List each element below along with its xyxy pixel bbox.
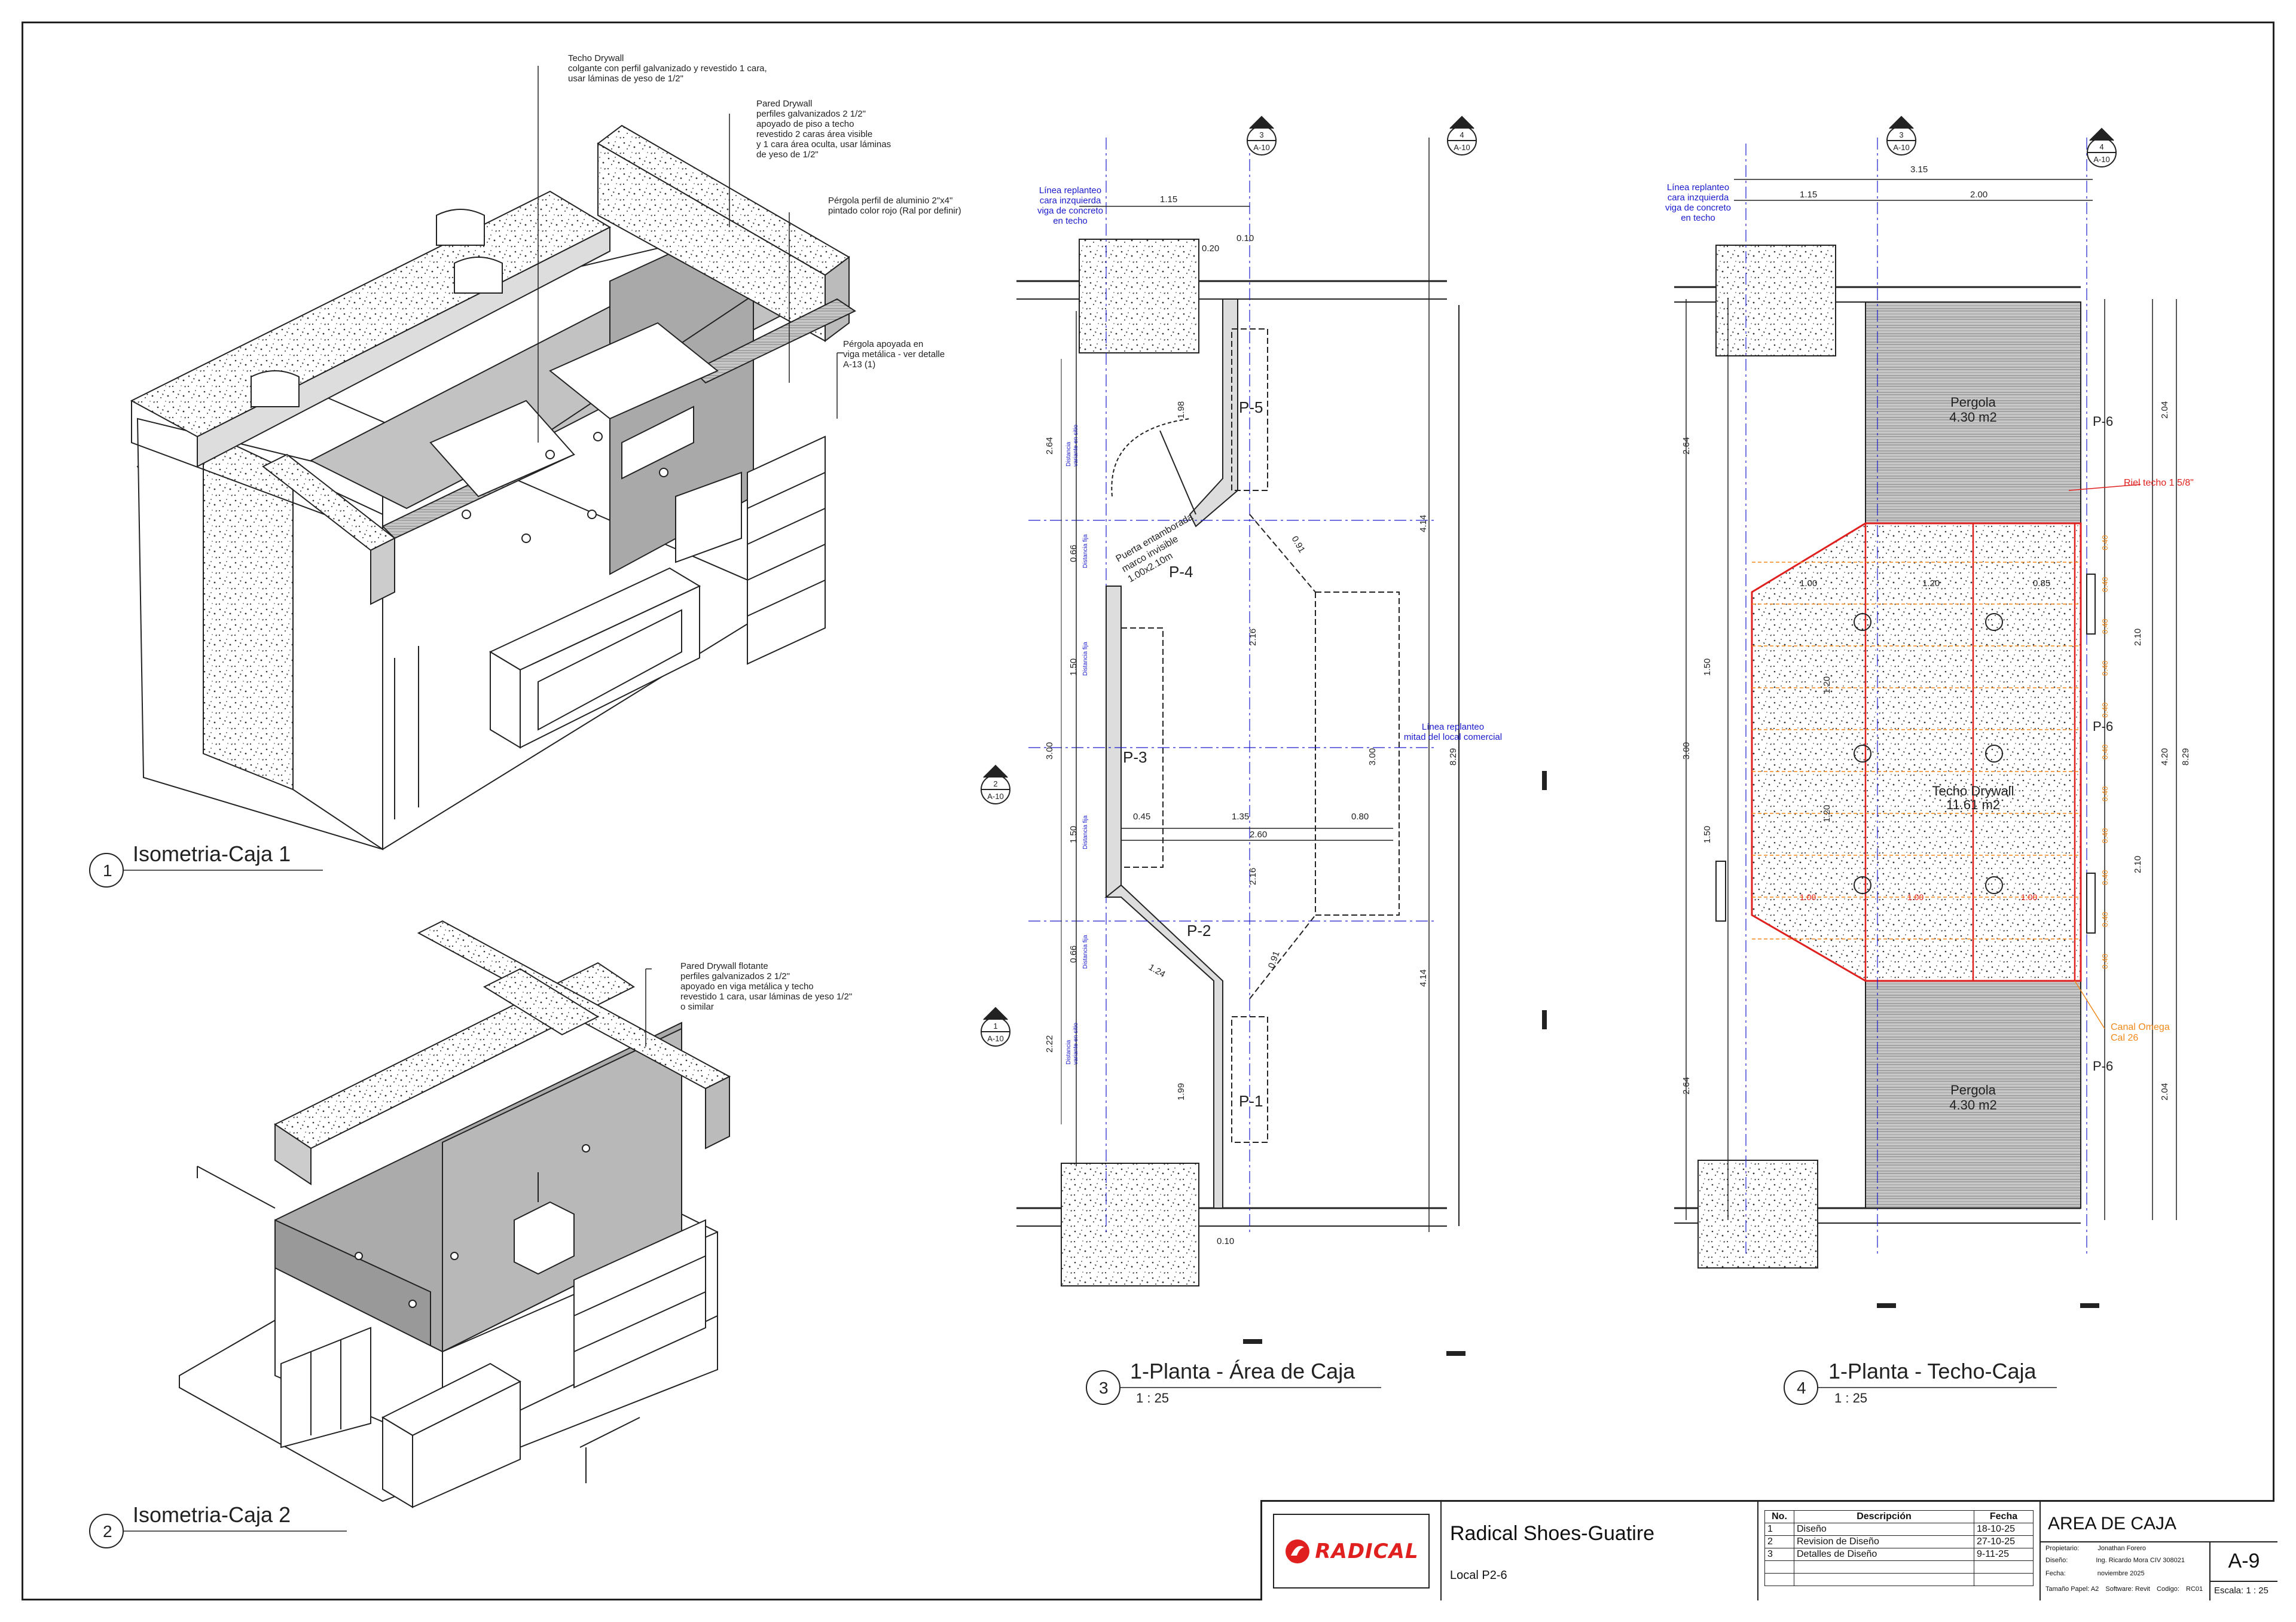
label-diseno: Diseño: xyxy=(2045,1557,2068,1564)
rev-date: 18-10-25 xyxy=(1974,1523,2034,1536)
meta-papel: Tamaño Papel: A2 Software: Revit Codigo:… xyxy=(2045,1586,2203,1593)
isometric-view-2 xyxy=(179,920,731,1508)
view-label-lines xyxy=(89,853,2057,1548)
project-location: Local P2-6 xyxy=(1450,1569,1507,1582)
section-marker-4-plan3 xyxy=(1447,115,1477,156)
table-row: 3 Detalles de Diseño 9-11-25 xyxy=(1764,1548,2034,1561)
value-propietario: Jonathan Forero xyxy=(2097,1545,2147,1552)
plan-techo-caja xyxy=(1674,138,2177,1308)
rev-date: 27-10-25 xyxy=(1974,1535,2034,1548)
meta-fecha: Fecha: noviembre 2025 xyxy=(2045,1570,2145,1577)
table-row: 1 Diseño 18-10-25 xyxy=(1764,1523,2034,1536)
rev-desc: Detalles de Diseño xyxy=(1794,1548,1974,1561)
section-marker-4-plan4 xyxy=(2087,127,2117,167)
sheet-scale: Escala: 1 : 25 xyxy=(2209,1581,2277,1600)
isometric-view-1 xyxy=(130,66,857,850)
table-row: 2 Revision de Diseño 27-10-25 xyxy=(1764,1535,2034,1548)
dimension-lines xyxy=(1079,179,2093,207)
logo-frame: RADICAL xyxy=(1273,1514,1430,1589)
meta-propietario: Propietario: Jonathan Forero xyxy=(2045,1545,2146,1552)
section-marker-3-plan3 xyxy=(1247,115,1277,156)
rev-no: 2 xyxy=(1764,1535,1794,1548)
value-diseno: Ing. Ricardo Mora CIV 308021 xyxy=(2096,1557,2185,1564)
table-row xyxy=(1764,1560,2034,1574)
revision-header-row: No. Descripción Fecha xyxy=(1764,1510,2034,1523)
label-fecha: Fecha: xyxy=(2045,1570,2066,1577)
value-fecha: noviembre 2025 xyxy=(2097,1570,2145,1577)
project-name: Radical Shoes-Guatire xyxy=(1450,1522,1655,1545)
value-papel: Tamaño Papel: A2 xyxy=(2045,1586,2099,1593)
title-block-sheet-cell: AREA DE CAJA Propietario: Jonathan Forer… xyxy=(2039,1502,2277,1600)
sheet-border xyxy=(22,22,2274,1600)
section-marker-2-plan3 xyxy=(981,764,1010,804)
title-block: RADICAL Radical Shoes-Guatire Local P2-6… xyxy=(1260,1500,2277,1600)
rev-date: 9-11-25 xyxy=(1974,1548,2034,1561)
rev-header-date: Fecha xyxy=(1974,1510,2034,1523)
rev-header-desc: Descripción xyxy=(1794,1510,1974,1523)
sheet-title: AREA DE CAJA xyxy=(2048,1514,2177,1533)
rev-desc: Revision de Diseño xyxy=(1794,1535,1974,1548)
radical-logo-icon xyxy=(1286,1539,1310,1563)
revision-table: No. Descripción Fecha 1 Diseño 18-10-25 … xyxy=(1764,1510,2034,1586)
value-software: Software: Revit xyxy=(2105,1586,2150,1593)
value-codigo: RC01 xyxy=(2186,1586,2203,1593)
section-marker-3-plan4 xyxy=(1886,115,1916,156)
label-codigo: Codigo: xyxy=(2157,1586,2179,1593)
title-block-project-cell: Radical Shoes-Guatire Local P2-6 xyxy=(1442,1502,1758,1600)
rev-desc: Diseño xyxy=(1794,1523,1974,1536)
table-row xyxy=(1764,1573,2034,1586)
rev-no: 1 xyxy=(1764,1523,1794,1536)
title-block-logo-cell: RADICAL xyxy=(1262,1502,1442,1600)
rev-no: 3 xyxy=(1764,1548,1794,1561)
section-marker-1-plan3 xyxy=(981,1007,1010,1047)
logo-wordmark: RADICAL xyxy=(1315,1539,1419,1563)
rev-header-no: No. xyxy=(1764,1510,1794,1523)
radical-logo: RADICAL xyxy=(1284,1538,1418,1565)
divider xyxy=(2041,1541,2277,1542)
sheet-number: A-9 xyxy=(2209,1541,2277,1581)
meta-diseno: Diseño: Ing. Ricardo Mora CIV 308021 xyxy=(2045,1557,2185,1564)
plan-area-caja xyxy=(1016,138,1547,1356)
label-propietario: Propietario: xyxy=(2045,1545,2080,1552)
